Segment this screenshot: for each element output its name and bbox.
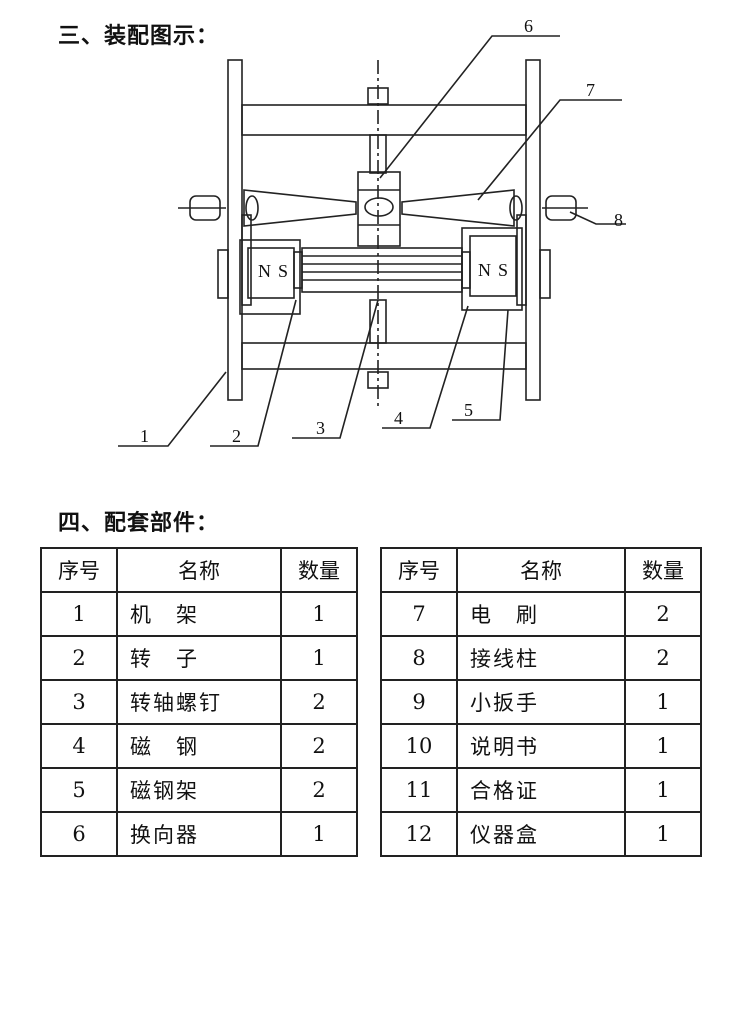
header-no: 序号: [40, 547, 118, 593]
rotor-shaft-upper: [369, 134, 387, 174]
frame-top-bar: [241, 104, 527, 136]
magnet-right-n: N: [478, 260, 491, 280]
header-name: 名称: [116, 547, 282, 593]
section-4-heading: 四、配套部件：: [58, 511, 220, 536]
magnet-left: [247, 247, 295, 299]
header-qty: 数量: [624, 547, 702, 593]
table-header-row: 序号 名称 数量: [40, 547, 358, 593]
magnet-left-s: S: [278, 261, 288, 281]
magnet-frame-right: [461, 227, 523, 311]
header-qty: 数量: [280, 547, 358, 593]
section-3-heading: 三、装配图示：: [58, 24, 220, 49]
frame-left-plate: [227, 59, 243, 401]
commutator: [357, 171, 401, 247]
callout-2: 2: [232, 426, 241, 446]
callout-7: 7: [586, 80, 595, 100]
rotor-armature: [301, 247, 463, 293]
brush-right: [401, 189, 515, 227]
frame-right-plate: [525, 59, 541, 401]
callout-4: 4: [394, 408, 403, 428]
callout-6: 6: [524, 16, 533, 36]
magnet-right-s: S: [498, 260, 508, 280]
magnet-frame-left: [239, 239, 301, 315]
header-name: 名称: [456, 547, 626, 593]
table-header-row: 序号 名称 数量: [380, 547, 702, 593]
callout-1: 1: [140, 426, 149, 446]
callout-5: 5: [464, 400, 473, 420]
brush-left: [243, 189, 357, 227]
magnet-left-n: N: [258, 261, 271, 281]
assembly-diagram: N S N S 1 2 3 4 5 6 7 8: [118, 16, 626, 447]
magnet-right: [469, 235, 517, 297]
callout-3: 3: [316, 418, 325, 438]
callout-8: 8: [614, 210, 623, 230]
header-no: 序号: [380, 547, 458, 593]
